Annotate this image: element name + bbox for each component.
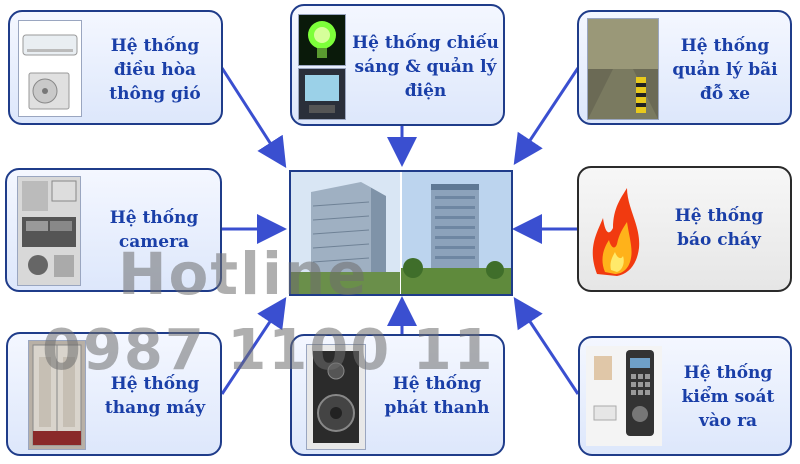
camera-image xyxy=(17,176,81,286)
parking-label: Hệ thống quản lý bãi đỗ xe xyxy=(661,22,789,117)
arrow-access xyxy=(517,302,578,394)
hvac-label: Hệ thống điều hòa thông gió xyxy=(90,22,220,117)
power-meter-image xyxy=(298,68,346,120)
lighting-system-box: Hệ thống chiếu sáng & quản lý điện xyxy=(290,4,505,126)
fire-icon xyxy=(587,178,642,278)
fire-alarm-system-box: Hệ thống báo cháy xyxy=(577,166,792,292)
lighting-label: Hệ thống chiếu sáng & quản lý điện xyxy=(348,14,503,119)
access-control-system-box: Hệ thống kiểm soát vào ra xyxy=(578,336,792,456)
arrow-parking xyxy=(517,68,578,160)
phone-watermark: 0987 1100 11 xyxy=(42,318,495,383)
fire-alarm-label: Hệ thống báo cháy xyxy=(649,180,789,275)
hotline-watermark: Hotline xyxy=(118,240,369,308)
arrow-hvac xyxy=(222,68,283,163)
light-bulb-image xyxy=(298,14,346,66)
parking-lot-image xyxy=(587,18,659,120)
access-control-image xyxy=(586,346,662,446)
hvac-system-box: Hệ thống điều hòa thông gió xyxy=(8,10,223,125)
parking-system-box: Hệ thống quản lý bãi đỗ xe xyxy=(577,10,792,125)
air-conditioner-image xyxy=(18,20,82,117)
access-control-label: Hệ thống kiểm soát vào ra xyxy=(666,348,790,446)
